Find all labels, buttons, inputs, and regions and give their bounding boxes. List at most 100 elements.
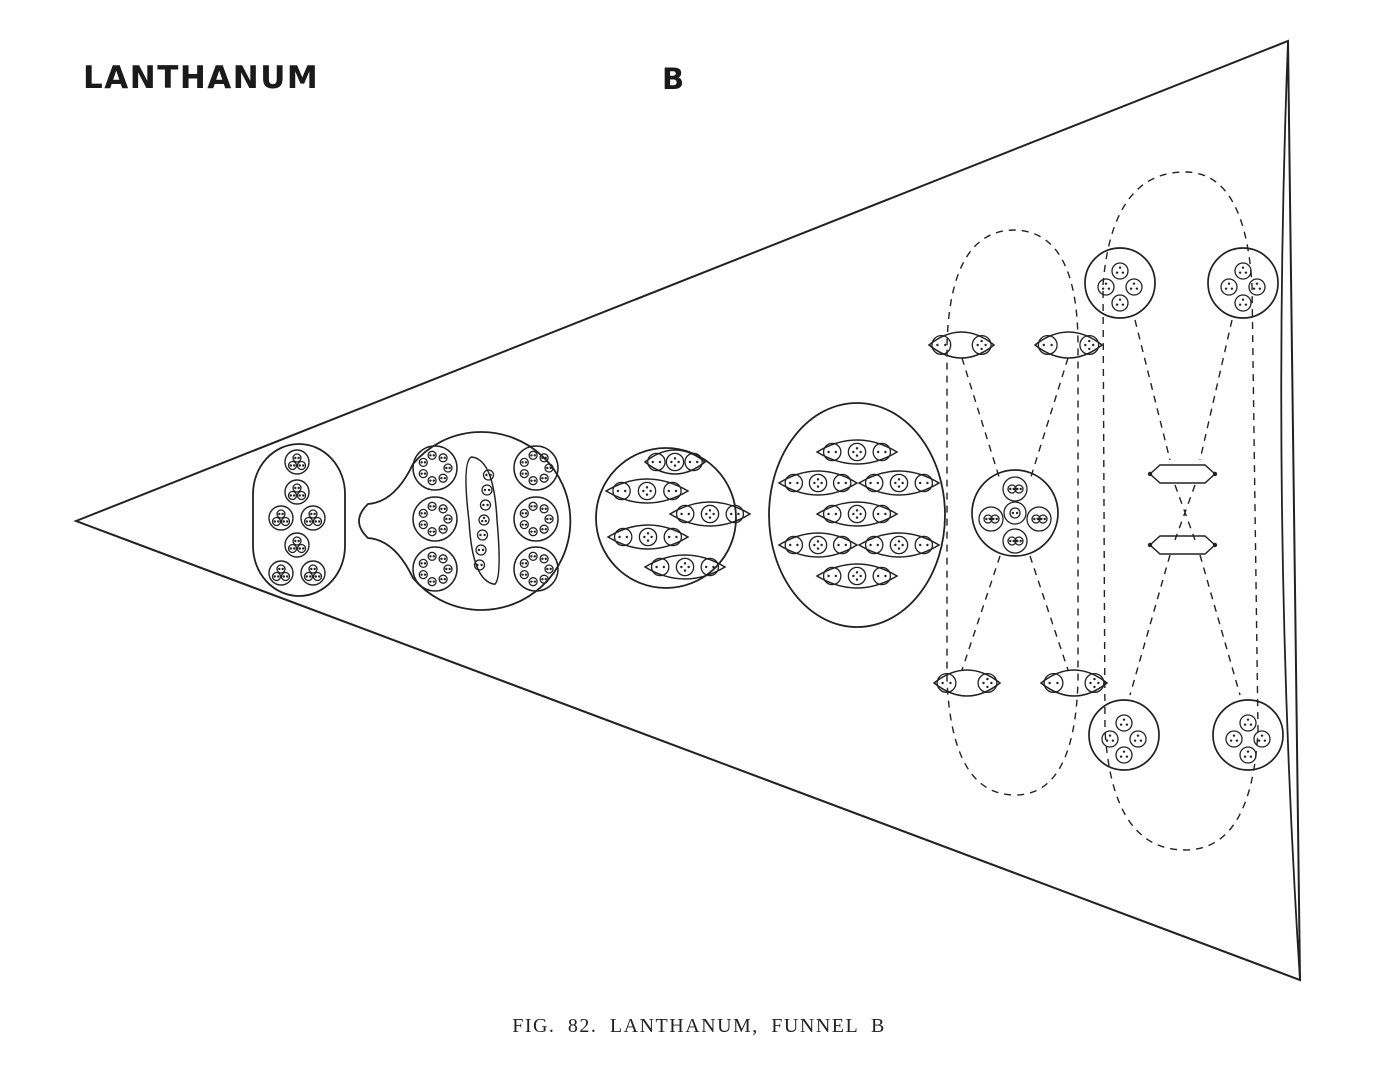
atom-circle	[822, 504, 842, 524]
atom-circle	[427, 577, 437, 587]
dot	[1092, 343, 1095, 347]
dot	[443, 456, 446, 460]
dot	[1012, 539, 1015, 543]
atom-circle	[864, 535, 884, 555]
inner-dashed-figure	[927, 229, 1109, 796]
dot	[625, 535, 629, 539]
dot	[1118, 266, 1122, 269]
dot	[852, 450, 855, 454]
atom-circle	[438, 574, 448, 584]
dot	[1093, 677, 1096, 681]
dot	[1105, 739, 1109, 742]
atom-circle	[544, 463, 554, 473]
dot	[1016, 539, 1019, 543]
atom-circle	[303, 516, 314, 527]
atom-circle	[303, 571, 314, 582]
atom-circle	[663, 481, 682, 501]
lens-group	[604, 478, 690, 504]
atom-circle	[438, 524, 448, 534]
dot	[489, 473, 492, 477]
dot	[524, 562, 528, 565]
atom-circle	[287, 460, 298, 471]
dot	[317, 520, 321, 523]
atom-circle	[312, 571, 323, 582]
funnel-outline	[73, 39, 1302, 982]
dot	[1230, 287, 1234, 290]
cluster-ring	[1002, 528, 1028, 554]
atom-circle	[296, 543, 307, 554]
dot	[297, 539, 300, 543]
lens-group	[815, 563, 899, 589]
hexagon-outline	[1148, 535, 1217, 555]
dot	[688, 460, 692, 464]
atom-circle	[1097, 278, 1115, 296]
atom-circle	[544, 514, 554, 524]
atom-circle	[312, 516, 323, 527]
quad-sphere	[1207, 247, 1279, 319]
dot	[834, 574, 838, 578]
dot	[443, 507, 446, 511]
triplet-group	[284, 532, 310, 558]
atom-circle	[1125, 278, 1143, 296]
dot	[796, 543, 799, 547]
dot	[1016, 487, 1019, 491]
hexagon-link	[1147, 464, 1218, 484]
dot	[788, 481, 792, 485]
atom-circle	[292, 453, 302, 463]
dot	[1227, 282, 1231, 285]
atom-circle	[1111, 262, 1129, 280]
atom-circle	[539, 453, 549, 463]
dot	[289, 464, 293, 467]
dot	[918, 481, 922, 485]
dot	[1249, 723, 1253, 726]
dot	[1121, 271, 1125, 274]
dot	[869, 481, 872, 485]
dot	[827, 574, 830, 578]
dot	[894, 543, 897, 547]
dot	[1115, 303, 1119, 306]
dot	[301, 464, 305, 467]
lens-group	[643, 449, 707, 475]
dot	[480, 563, 483, 567]
dot	[980, 347, 983, 351]
dot	[982, 681, 985, 685]
atom-circle	[427, 551, 437, 561]
atom-circle	[1007, 536, 1017, 546]
lens-outline	[815, 439, 899, 465]
dot	[984, 343, 987, 347]
dot	[432, 479, 435, 482]
atom-circle	[418, 508, 428, 519]
atom-circle	[1234, 294, 1252, 312]
atom-circle	[1239, 714, 1257, 732]
dot	[1115, 271, 1119, 274]
atom-circle	[1115, 746, 1133, 764]
lens-group	[927, 331, 996, 359]
dot	[1139, 739, 1143, 742]
dot	[524, 512, 528, 515]
atom-circle	[1253, 730, 1271, 748]
dot	[294, 539, 297, 543]
dot	[541, 557, 544, 561]
dot	[294, 486, 297, 490]
dot	[837, 481, 840, 485]
dot	[1009, 539, 1012, 543]
body-one-capsule	[252, 443, 346, 597]
dot	[278, 567, 281, 571]
dot	[816, 485, 820, 488]
atom-circle	[539, 524, 549, 534]
dot	[901, 481, 904, 485]
element-name-heading: LANTHANUM	[83, 60, 320, 96]
dot	[976, 343, 979, 347]
dot	[483, 533, 486, 537]
dot	[297, 486, 300, 490]
rod-outline	[465, 456, 500, 586]
dot	[479, 533, 482, 537]
atom-circle	[700, 504, 720, 524]
atom-circle	[914, 535, 934, 555]
dot	[429, 454, 432, 457]
dot	[541, 456, 544, 460]
lens-group	[643, 554, 727, 580]
dot	[521, 573, 524, 576]
dot	[443, 476, 446, 480]
atom-circle	[1031, 514, 1041, 524]
